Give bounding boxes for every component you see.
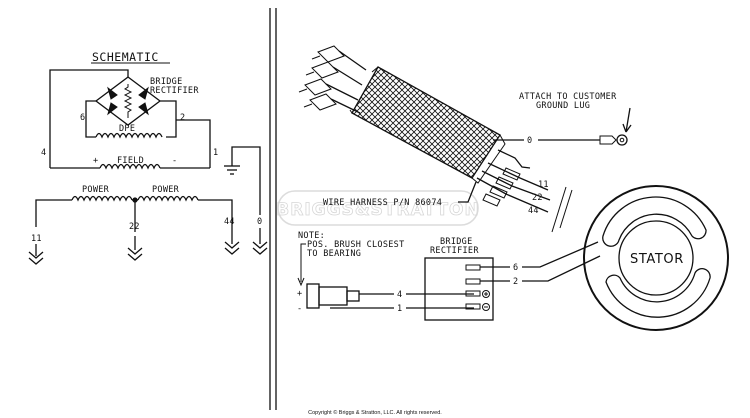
rectifier-pin-6-label: 6 bbox=[513, 263, 518, 273]
field-minus-label: - bbox=[172, 156, 177, 166]
power-right-label: POWER bbox=[152, 185, 180, 195]
lead-0-label: 0 bbox=[257, 217, 262, 227]
schematic-title: SCHEMATIC bbox=[92, 50, 159, 64]
stator-label: STATOR bbox=[630, 252, 684, 267]
schematic-wire-4-label: 4 bbox=[41, 148, 46, 158]
stator: STATOR bbox=[583, 185, 729, 331]
rectifier-block-label-2: RECTIFIER bbox=[430, 246, 479, 256]
brush-note-line-3: TO BEARING bbox=[307, 249, 361, 259]
ground-note-line-1: ATTACH TO CUSTOMER bbox=[519, 92, 617, 102]
harness-lead-44-label: 44 bbox=[528, 206, 539, 216]
rectifier-block-label-1: BRIDGE bbox=[440, 237, 473, 247]
schematic-wire-1-label: 1 bbox=[213, 148, 218, 158]
harness-lead-0-label: 0 bbox=[527, 136, 532, 146]
lead-44-label: 44 bbox=[224, 217, 235, 227]
brush-minus-label: - bbox=[297, 304, 302, 314]
bridge-label-2: RECTIFIER bbox=[150, 86, 199, 96]
copyright-text: Copyright © Briggs & Stratton, LLC. All … bbox=[308, 409, 442, 416]
harness-part-label: WIRE HARNESS P/N 86074 bbox=[323, 198, 442, 208]
lead-11-label: 11 bbox=[31, 234, 42, 244]
schematic-wire-6-label: 6 bbox=[80, 113, 85, 123]
brush-wire-1-label: 1 bbox=[397, 304, 402, 314]
bridge-label-1: BRIDGE bbox=[150, 77, 183, 87]
schematic: SCHEMATIC 4 BRIDGE RECTIFIER 6 2 DPE 1 F… bbox=[28, 50, 268, 265]
schematic-wire-2-label: 2 bbox=[180, 113, 185, 123]
brush-assembly: NOTE: POS. BRUSH CLOSEST TO BEARING + - … bbox=[297, 231, 474, 314]
brush-note-line-1: NOTE: bbox=[298, 231, 325, 241]
brush-note-line-2: POS. BRUSH CLOSEST bbox=[307, 240, 405, 250]
wire-harness: 11 22 44 0 ATTACH TO CUSTOMER GROUND LUG… bbox=[298, 45, 632, 233]
harness-lead-22-label: 22 bbox=[532, 193, 543, 203]
lead-22-label: 22 bbox=[129, 222, 140, 232]
field-plus-label: + bbox=[93, 156, 98, 166]
field-label: FIELD bbox=[117, 156, 144, 166]
bridge-rectifier-block: BRIDGE RECTIFIER 6 2 bbox=[424, 237, 601, 321]
dpe-label: DPE bbox=[119, 124, 135, 134]
brush-plus-label: + bbox=[297, 289, 302, 299]
harness-terminals bbox=[298, 45, 367, 114]
brush-wire-4-label: 4 bbox=[397, 290, 402, 300]
watermark-text: BRIGGS&STRATTON bbox=[276, 200, 479, 220]
power-left-label: POWER bbox=[82, 185, 110, 195]
panel-divider bbox=[269, 8, 277, 410]
rectifier-pin-2-label: 2 bbox=[513, 277, 518, 287]
harness-lead-11-label: 11 bbox=[538, 180, 549, 190]
watermark: BRIGGS&STRATTON bbox=[276, 190, 479, 226]
ground-note-line-2: GROUND LUG bbox=[536, 101, 590, 111]
